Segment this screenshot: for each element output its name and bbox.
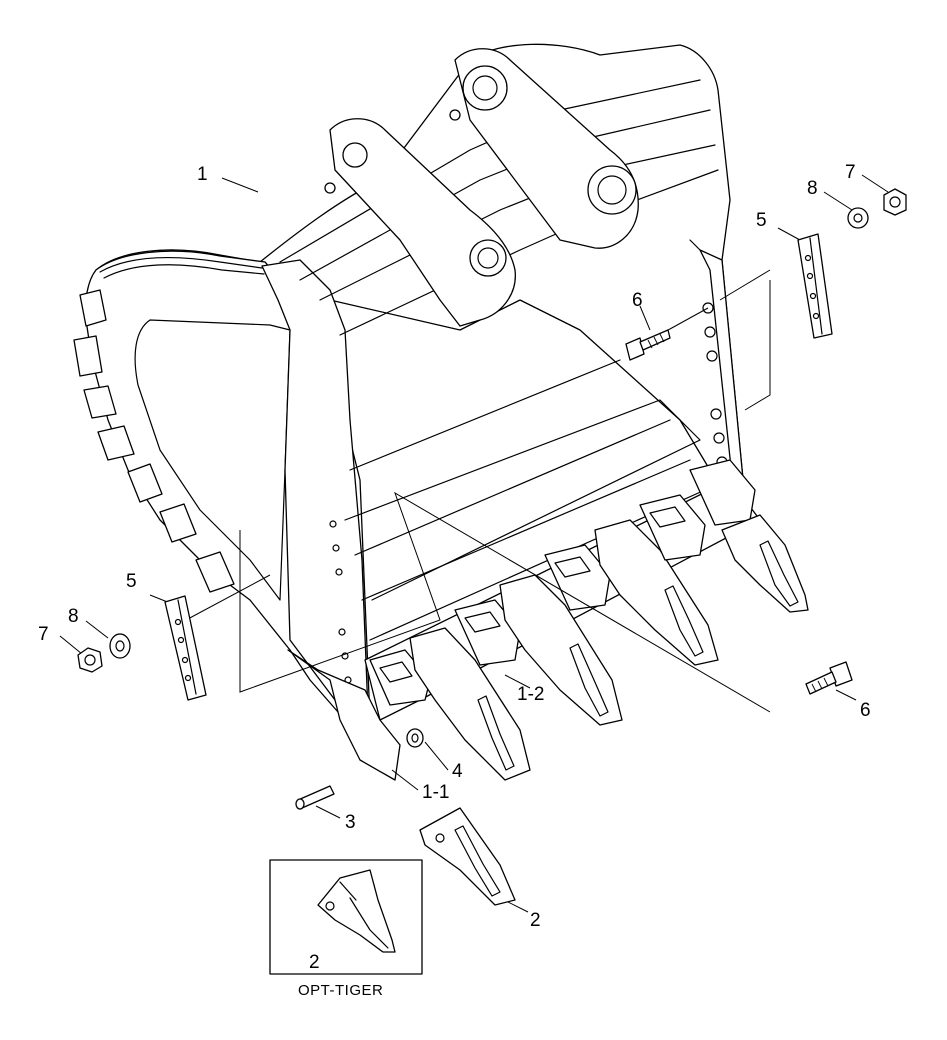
callout-1: 1 [197,164,208,185]
callout-2-inset: 2 [309,952,320,973]
side-cutter-left [164,595,207,701]
callout-1-2: 1-2 [517,684,544,705]
callout-8-left: 8 [68,606,79,627]
inset-caption: OPT-TIGER [298,982,383,999]
inset-opt-tiger [269,859,423,975]
washer-left [109,633,131,659]
pin [295,785,335,810]
loose-tooth [419,807,516,906]
callout-labels: 1 1-1 1-2 2 2 3 4 5 5 6 6 7 7 8 8 OPT-TI… [38,162,871,999]
nut-right [883,188,907,216]
callout-7-right: 7 [845,162,856,183]
callout-5-left: 5 [126,571,137,592]
callout-8-right: 8 [807,178,818,199]
nut-left [77,647,103,673]
side-cutter-right [797,233,833,339]
callout-6-upper: 6 [632,290,643,311]
callout-4: 4 [452,761,463,782]
link-brackets [324,48,639,327]
callout-5-right: 5 [756,210,767,231]
callout-7-left: 7 [38,624,49,645]
callout-3: 3 [345,812,356,833]
bolt-lower [805,661,853,695]
bolt-upper [625,329,671,361]
callout-2-tooth: 2 [530,910,541,931]
left-side-teeth [73,289,235,593]
callout-1-1: 1-1 [422,782,449,803]
edge-teeth [287,459,809,781]
washer-right [847,207,869,229]
lock-washer [406,728,424,748]
callout-6-lower: 6 [860,700,871,721]
